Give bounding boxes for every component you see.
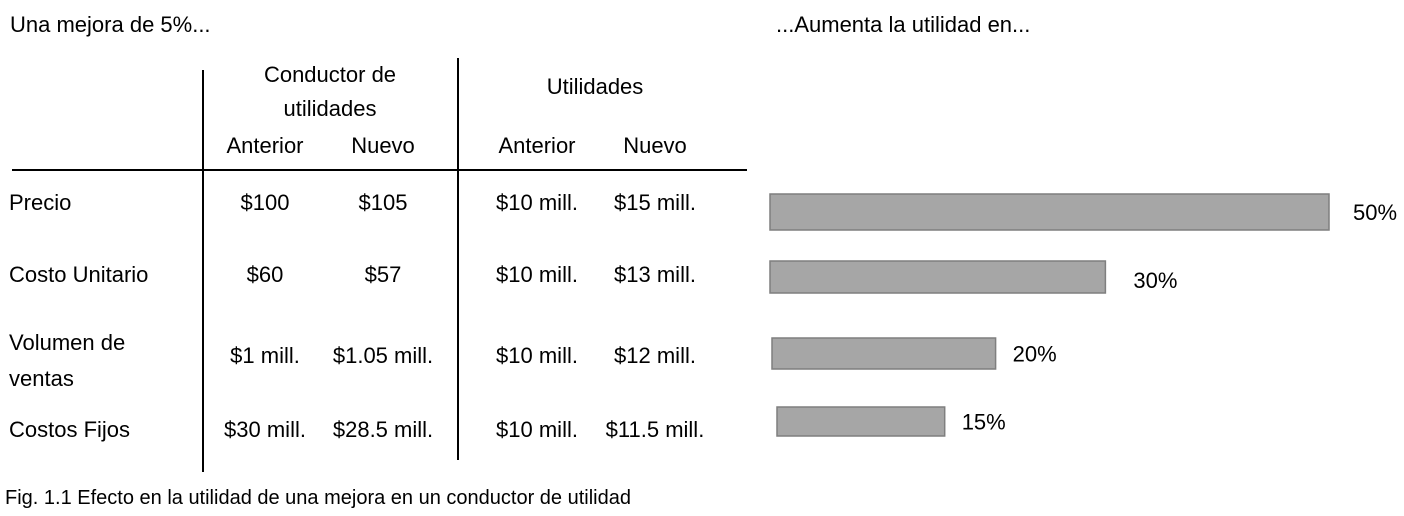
cell-profit-prev: $10 mill. [496,190,578,215]
cell-profit-prev: $10 mill. [496,262,578,287]
cell-profit-prev: $10 mill. [496,343,578,368]
row-label-volumen-ventas: Volumen de ventas [9,325,125,397]
left-intro: Una mejora de 5%... [10,12,211,37]
cell-profit-new: $11.5 mill. [605,417,705,442]
row-label-precio: Precio [9,190,72,215]
figure-caption: Fig. 1.1 Efecto en la utilidad de una me… [5,487,631,509]
bar-value-label-2: 20% [1013,342,1057,367]
cell-driver-prev: $100 [240,190,290,215]
cell-profit-new: $13 mill. [614,262,696,287]
row-label-costos-fijos: Costos Fijos [9,417,131,442]
group-header-driver-line2: utilidades [283,96,377,121]
col-header-profit-new: Nuevo [623,133,687,158]
cell-driver-prev: $60 [246,262,284,287]
row-label-costo-unitario: Costo Unitario [9,262,149,287]
right-intro: ...Aumenta la utilidad en... [776,12,1031,37]
col-header-driver-new: Nuevo [351,133,415,158]
cell-driver-new: $28.5 mill. [332,417,434,442]
divider-vertical-left [202,70,204,472]
bar-3 [776,406,946,437]
group-header-driver-line1: Conductor de [263,62,397,87]
cell-driver-prev: $1 mill. [230,343,300,368]
bar-value-label-1: 30% [1133,268,1177,293]
bar-0 [769,193,1330,231]
cell-profit-new: $12 mill. [614,343,696,368]
cell-driver-new: $57 [364,262,402,287]
row-label-volumen-line1: Volumen de [9,330,126,355]
divider-vertical-right [457,58,459,460]
header-underline [12,169,747,171]
group-header-driver: Conductor de utilidades [202,58,458,126]
cell-driver-new: $105 [358,190,408,215]
cell-driver-prev: $30 mill. [224,417,306,442]
group-header-profit: Utilidades [546,74,644,99]
bar-value-label-0: 50% [1353,200,1397,225]
cell-profit-new: $15 mill. [614,190,696,215]
bar-value-label-3: 15% [962,410,1006,435]
cell-driver-new: $1.05 mill. [332,343,434,368]
row-label-volumen-line2: ventas [9,366,74,391]
cell-profit-prev: $10 mill. [496,417,578,442]
bar-1 [769,260,1107,294]
bar-2 [771,337,997,370]
col-header-driver-prev: Anterior [226,133,304,158]
col-header-profit-prev: Anterior [498,133,576,158]
